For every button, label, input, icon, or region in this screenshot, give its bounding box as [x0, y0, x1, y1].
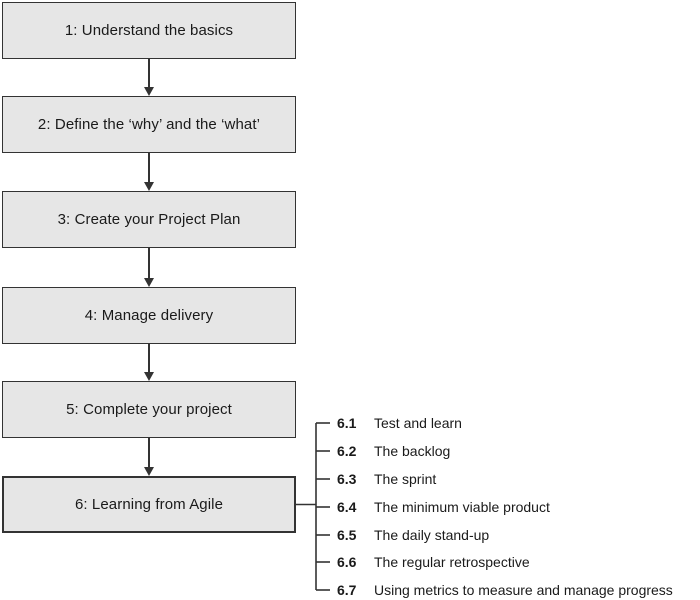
substep-number: 6.2: [337, 443, 357, 459]
step-label-1: 1: Understand the basics: [64, 22, 234, 39]
arrow-head: [144, 372, 154, 381]
substep-number: 6.7: [337, 582, 357, 598]
step-label-3: 3: Create your Project Plan: [57, 211, 241, 228]
step-label-4: 4: Manage delivery: [84, 307, 214, 324]
substep-number: 6.4: [337, 499, 357, 515]
substep-label: The backlog: [374, 443, 451, 459]
arrow-head: [144, 87, 154, 96]
substep-label: The daily stand-up: [374, 527, 490, 543]
arrow-head: [144, 182, 154, 191]
substep-6-3: 6.3 The sprint: [337, 469, 436, 489]
substep-6-7: 6.7 Using metrics to measure and manage p…: [337, 580, 673, 600]
arrow-head: [144, 278, 154, 287]
substep-6-6: 6.6 The regular retrospective: [337, 552, 530, 572]
substep-number: 6.1: [337, 415, 357, 431]
step-box-3: 3: Create your Project Plan: [2, 191, 296, 248]
substep-number: 6.6: [337, 554, 357, 570]
step-box-2: 2: Define the ‘why’ and the ‘what’: [2, 96, 296, 153]
step-box-6: 6: Learning from Agile: [2, 476, 296, 533]
step-box-4: 4: Manage delivery: [2, 287, 296, 344]
substep-tree: [296, 422, 330, 591]
substep-label: The sprint: [374, 471, 437, 487]
substep-label: Using metrics to measure and manage prog…: [374, 582, 673, 598]
arrow-head: [144, 467, 154, 476]
substep-number: 6.5: [337, 527, 357, 543]
substep-6-2: 6.2 The backlog: [337, 441, 450, 461]
step-label-5: 5: Complete your project: [66, 401, 232, 418]
step-label-6: 6: Learning from Agile: [74, 496, 224, 513]
substep-label: The minimum viable product: [374, 499, 550, 515]
substep-label: Test and learn: [374, 415, 462, 431]
substep-6-5: 6.5 The daily stand-up: [337, 525, 489, 545]
substep-label: The regular retrospective: [374, 554, 530, 570]
step-box-5: 5: Complete your project: [2, 381, 296, 438]
substep-number: 6.3: [337, 471, 357, 487]
step-arrows: [144, 59, 154, 476]
substep-6-4: 6.4 The minimum viable product: [337, 497, 550, 517]
step-label-2: 2: Define the ‘why’ and the ‘what’: [37, 116, 261, 133]
substep-6-1: 6.1 Test and learn: [337, 413, 462, 433]
step-box-1: 1: Understand the basics: [2, 2, 296, 59]
